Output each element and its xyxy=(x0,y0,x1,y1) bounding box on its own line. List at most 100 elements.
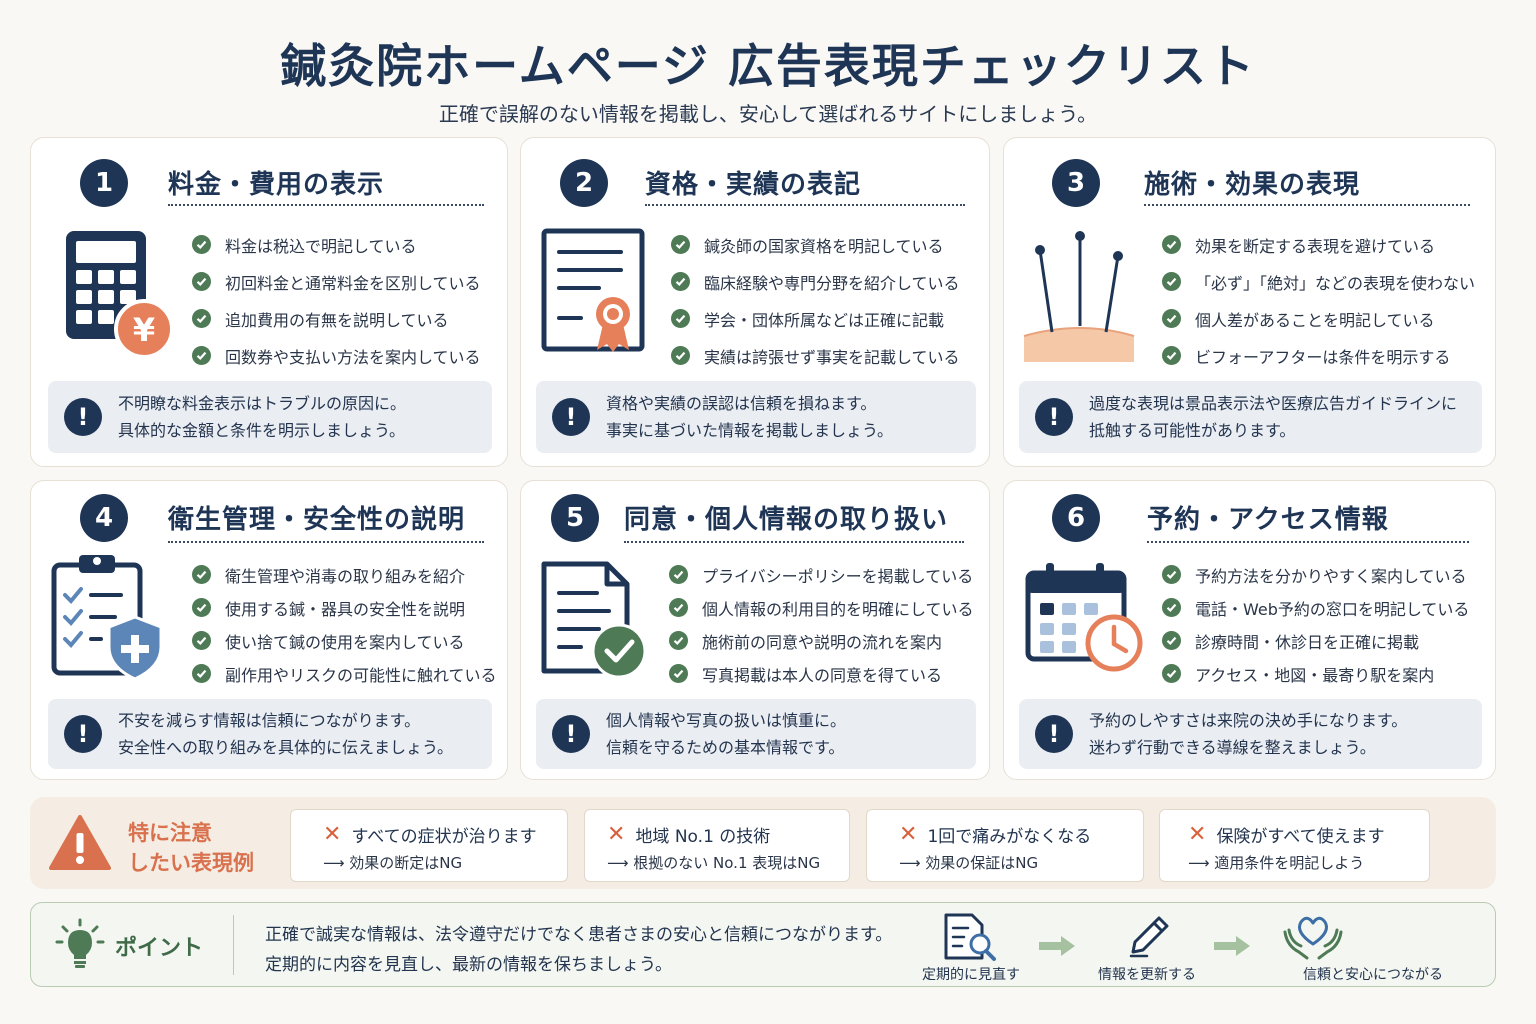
check-icon xyxy=(1162,631,1181,650)
card-number: 2 xyxy=(560,159,608,207)
document-check-icon xyxy=(539,559,659,685)
svg-text:¥: ¥ xyxy=(133,311,155,349)
arrow-right-icon xyxy=(1037,934,1077,962)
card-hygiene: 4 衛生管理・安全性の説明 衛生管理や消毒の取り組みを紹介 使用する鍼・器具の安… xyxy=(30,480,508,780)
caution-title: 特に注意 したい表現例 xyxy=(128,821,254,875)
list-item: 診療時間・休診日を正確に掲載 xyxy=(1162,624,1469,657)
checklist: 効果を断定する表現を避けている 「必ず」「絶対」などの表現を使わない 個人差があ… xyxy=(1162,226,1475,374)
cross-icon: ✕ xyxy=(607,822,626,847)
title-divider xyxy=(168,541,484,543)
cross-icon: ✕ xyxy=(1188,822,1207,847)
check-icon xyxy=(192,309,211,328)
card-note: ! 資格や実績の誤認は信頼を損ねます。事実に基づいた情報を掲載しましょう。 xyxy=(536,381,976,453)
ng-example: ✕1回で痛みがなくなる ⟶ 効果の保証はNG xyxy=(866,809,1144,882)
list-item: 「必ず」「絶対」などの表現を使わない xyxy=(1162,263,1475,300)
acupuncture-needles-icon xyxy=(1022,228,1138,366)
check-icon xyxy=(669,631,688,650)
card-note: ! 予約のしやすさは来院の決め手になります。迷わず行動できる導線を整えましょう。 xyxy=(1019,699,1482,769)
title-divider xyxy=(168,204,484,206)
check-icon xyxy=(669,664,688,683)
checklist: 衛生管理や消毒の取り組みを紹介 使用する鍼・器具の安全性を説明 使い捨て鍼の使用… xyxy=(192,558,497,690)
check-icon xyxy=(671,235,690,254)
title-divider xyxy=(1147,541,1469,543)
card-number: 5 xyxy=(551,494,599,542)
card-title: 資格・実績の表記 xyxy=(645,170,862,200)
card-note: ! 不明瞭な料金表示はトラブルの原因に。具体的な金額と条件を明示しましょう。 xyxy=(48,381,492,453)
card-reservation: 6 予約・アクセス情報 予約方法を分かりやすく案内している 電話・Web予約の窓… xyxy=(1003,480,1496,780)
check-icon xyxy=(1162,664,1181,683)
exclamation-icon: ! xyxy=(1035,398,1073,436)
cross-icon: ✕ xyxy=(899,822,918,847)
arrow-right-icon xyxy=(1212,934,1252,962)
check-icon xyxy=(671,346,690,365)
title-divider xyxy=(645,204,965,206)
check-icon xyxy=(669,598,688,617)
list-item: アクセス・地図・最寄り駅を案内 xyxy=(1162,657,1469,690)
card-title: 同意・個人情報の取り扱い xyxy=(624,505,949,535)
check-icon xyxy=(192,346,211,365)
list-item: 個人情報の利用目的を明確にしている xyxy=(669,591,974,624)
list-item: 使い捨て鍼の使用を案内している xyxy=(192,624,497,657)
checklist: プライバシーポリシーを掲載している 個人情報の利用目的を明確にしている 施術前の… xyxy=(669,558,974,690)
step-label: 情報を更新する xyxy=(1098,967,1196,983)
list-item: 回数券や支払い方法を案内している xyxy=(192,337,481,374)
check-icon xyxy=(1162,346,1181,365)
check-icon xyxy=(192,598,211,617)
card-number: 3 xyxy=(1052,159,1100,207)
card-qualifications: 2 資格・実績の表記 鍼灸師の国家資格を明記している 臨床経験や専門分野を紹介し… xyxy=(520,137,990,467)
check-icon xyxy=(192,664,211,683)
list-item: 学会・団体所属などは正確に記載 xyxy=(671,300,960,337)
list-item: 効果を断定する表現を避けている xyxy=(1162,226,1475,263)
list-item: 料金は税込で明記している xyxy=(192,226,481,263)
check-icon xyxy=(192,565,211,584)
list-item: ビフォーアフターは条件を明示する xyxy=(1162,337,1475,374)
card-number: 6 xyxy=(1052,494,1100,542)
list-item: 個人差があることを明記している xyxy=(1162,300,1475,337)
exclamation-icon: ! xyxy=(1035,715,1073,753)
certificate-icon xyxy=(539,226,649,365)
check-icon xyxy=(1162,565,1181,584)
check-icon xyxy=(1162,598,1181,617)
heart-hands-icon xyxy=(1281,910,1345,966)
exclamation-icon: ! xyxy=(552,715,590,753)
list-item: 衛生管理や消毒の取り組みを紹介 xyxy=(192,558,497,591)
list-item: 電話・Web予約の窓口を明記している xyxy=(1162,591,1469,624)
card-title: 料金・費用の表示 xyxy=(168,170,385,200)
list-item: 鍼灸師の国家資格を明記している xyxy=(671,226,960,263)
card-note: ! 個人情報や写真の扱いは慎重に。信頼を守るための基本情報です。 xyxy=(536,699,976,769)
check-icon xyxy=(192,272,211,291)
step-label: 信頼と安心につながる xyxy=(1303,967,1443,983)
card-note: ! 不安を減らす情報は信頼につながります。安全性への取り組みを具体的に伝えましょ… xyxy=(48,699,492,769)
check-icon xyxy=(192,235,211,254)
list-item: 実績は誇張せず事実を記載している xyxy=(671,337,960,374)
check-icon xyxy=(671,272,690,291)
cross-icon: ✕ xyxy=(323,822,342,847)
title-divider xyxy=(1144,204,1470,206)
point-label: ポイント xyxy=(115,936,204,961)
exclamation-icon: ! xyxy=(64,715,102,753)
list-item: プライバシーポリシーを掲載している xyxy=(669,558,974,591)
clipboard-shield-icon xyxy=(49,553,169,685)
document-search-icon xyxy=(942,912,1000,966)
check-icon xyxy=(671,309,690,328)
ng-example: ✕すべての症状が治ります ⟶ 効果の断定はNG xyxy=(290,809,568,882)
calculator-yen-icon: ¥ xyxy=(61,226,181,360)
card-title: 予約・アクセス情報 xyxy=(1147,505,1389,535)
checklist: 鍼灸師の国家資格を明記している 臨床経験や専門分野を紹介している 学会・団体所属… xyxy=(671,226,960,374)
card-number: 4 xyxy=(80,494,128,542)
point-text: 正確で誠実な情報は、法令遵守だけでなく患者さまの安心と信頼につながります。 定期… xyxy=(265,925,893,975)
title-divider xyxy=(624,541,964,543)
check-icon xyxy=(1162,235,1181,254)
list-item: 予約方法を分かりやすく案内している xyxy=(1162,558,1469,591)
check-icon xyxy=(669,565,688,584)
card-note: ! 過度な表現は景品表示法や医療広告ガイドラインに抵触する可能性があります。 xyxy=(1019,381,1482,453)
warning-triangle-icon xyxy=(48,814,112,876)
page-subtitle: 正確で誤解のない情報を掲載し、安心して選ばれるサイトにしましょう。 xyxy=(438,102,1098,126)
list-item: 追加費用の有無を説明している xyxy=(192,300,481,337)
checklist: 予約方法を分かりやすく案内している 電話・Web予約の窓口を明記している 診療時… xyxy=(1162,558,1469,690)
check-icon xyxy=(192,631,211,650)
list-item: 臨床経験や専門分野を紹介している xyxy=(671,263,960,300)
card-title: 衛生管理・安全性の説明 xyxy=(168,505,466,535)
step-label: 定期的に見直す xyxy=(922,967,1020,983)
list-item: 初回料金と通常料金を区別している xyxy=(192,263,481,300)
